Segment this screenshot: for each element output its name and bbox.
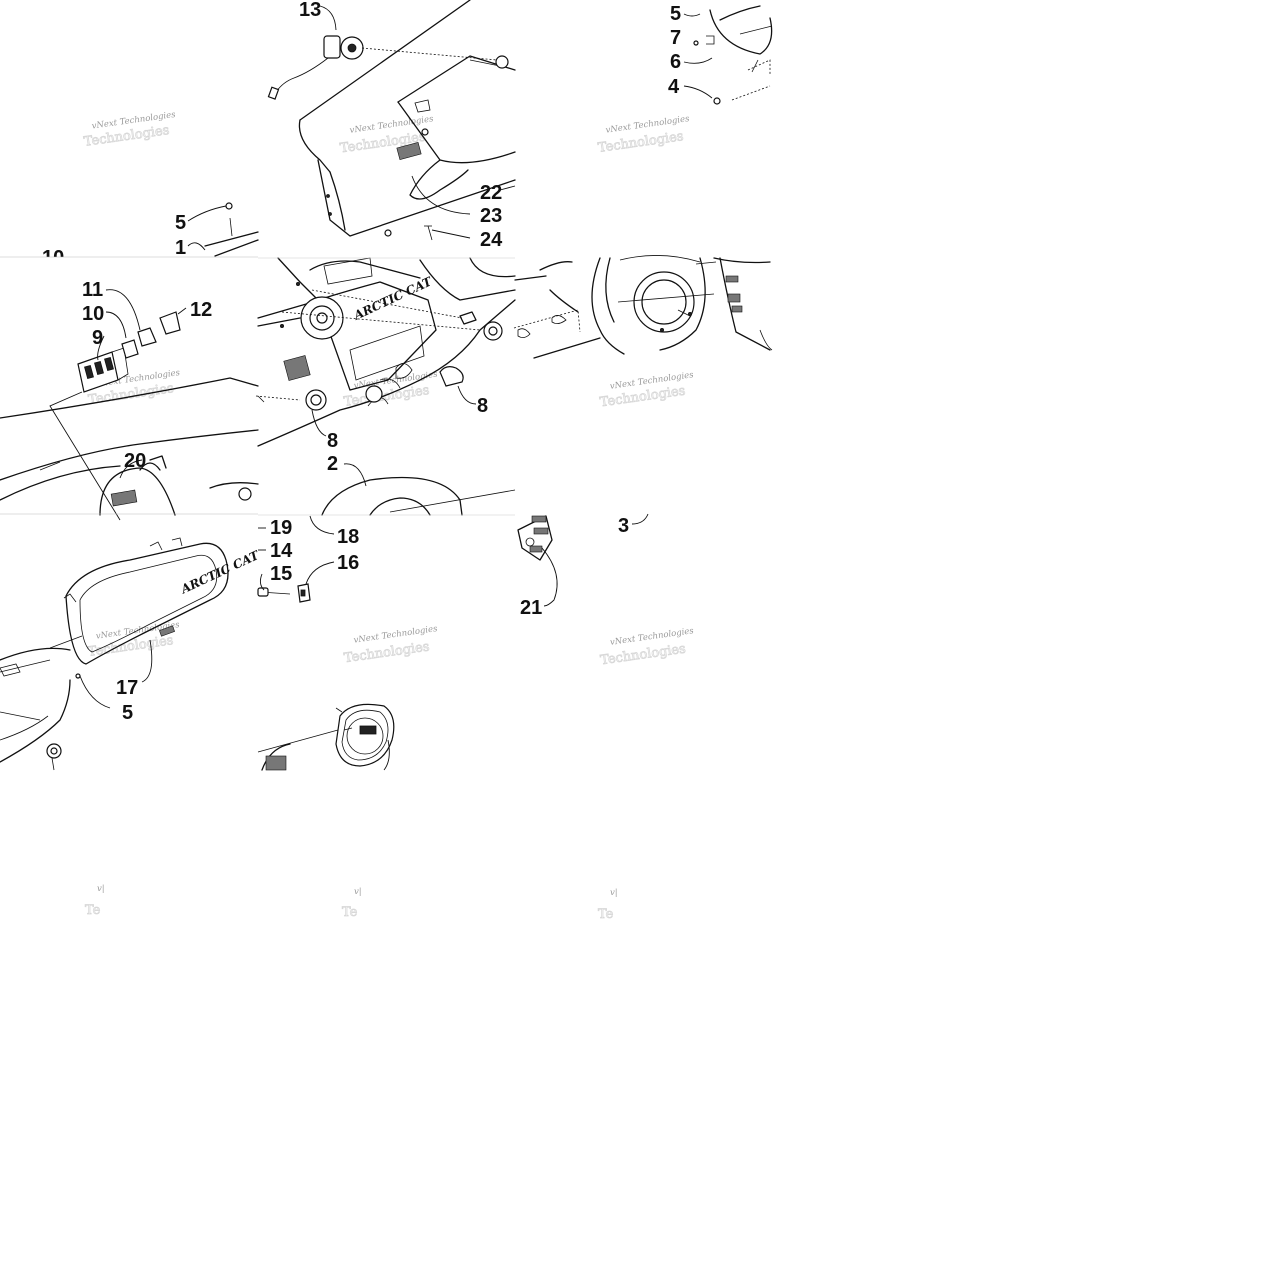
part-label-14: 14 [270,540,293,562]
part-label-17: 17 [116,677,138,699]
part-label-8: 8 [477,395,488,417]
part-label-18: 18 [337,526,359,548]
part-label-5: 5 [122,702,133,724]
watermark-fragment: Te [598,907,614,922]
part-label-24: 24 [480,229,503,251]
part-label-2: 2 [327,453,338,475]
tile-top-left [187,202,259,257]
part-label-5: 5 [670,3,681,25]
watermark-fragment: v| [610,888,618,898]
part-label-20: 20 [124,450,146,472]
hood-top [267,0,516,241]
watermark-fragment: v| [97,884,105,894]
part-label-6: 6 [670,51,681,73]
tile-seams [0,256,515,516]
part-label-7: 7 [670,27,681,49]
part-labels: 13 5 7 6 4 22 5 23 24 1 10 11 12 10 9 8 … [42,0,681,724]
part-label-1: 1 [175,237,186,259]
part-label-5: 5 [175,212,186,234]
part-label-22: 22 [480,182,502,204]
part-label-11: 11 [82,279,103,301]
part-label-21: 21 [520,597,542,619]
part-label-9: 9 [92,327,103,349]
key-and-speedometer [257,515,395,771]
part-label-4: 4 [668,76,680,98]
watermark-fragment: Te [342,905,358,920]
watermark-fragment: Te [85,903,101,918]
bracket-top-right [683,5,773,105]
part-label-19: 19 [270,517,292,539]
part-label-23: 23 [480,205,502,227]
part-label-13: 13 [299,0,321,21]
part-label-12: 12 [190,299,212,321]
part-label-8: 8 [327,430,338,452]
part-label-10: 10 [82,303,104,325]
panel-logo: ARCTIC CAT [178,548,262,597]
decal-sheet [517,513,649,607]
part-label-16: 16 [337,552,359,574]
part-label-3: 3 [618,515,629,537]
hood-panel: ARCTIC CAT [255,257,516,516]
switch-cluster [0,289,259,521]
watermark-fragment: v| [354,887,362,897]
part-label-partial: 10 [42,247,64,269]
part-label-15: 15 [270,563,292,585]
gauge-housing [513,255,773,359]
